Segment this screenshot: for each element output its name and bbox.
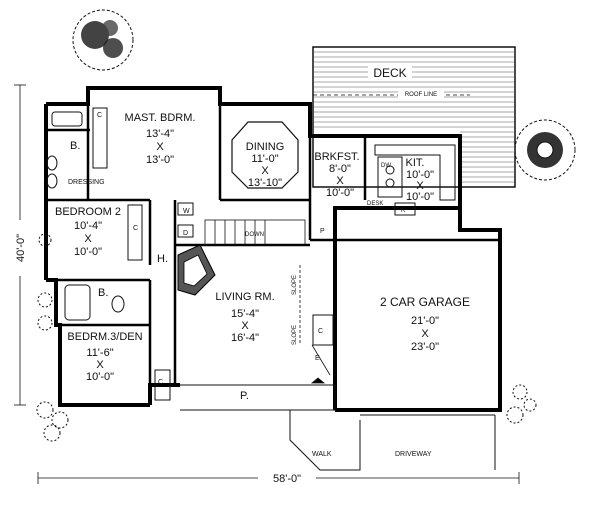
tree-top-left xyxy=(72,9,134,71)
entry-label: E xyxy=(315,355,320,362)
room-x: X xyxy=(84,233,92,245)
driveway-label: DRIVEWAY xyxy=(395,451,432,458)
interior-walls xyxy=(46,104,500,385)
room-name: DINING xyxy=(246,141,285,153)
room-master-bedroom: MAST. BDRM. 13'-4" X 13'-0" xyxy=(125,112,196,166)
room-bedroom3: BEDRM.3/DEN 11'-6" X 10'-0" xyxy=(67,331,142,383)
dining-bay xyxy=(231,121,299,189)
closet-label-bed2: C xyxy=(133,225,138,232)
room-bedroom2: BEDROOM 2 10'-4" X 10'-0" xyxy=(55,206,121,258)
overall-width-dim: 58'-0" xyxy=(273,473,301,485)
room-name: BRKFST. xyxy=(314,151,359,163)
room-width: 10'-0" xyxy=(406,169,434,181)
refrigerator-label: R xyxy=(401,208,406,214)
room-width: 15'-4" xyxy=(231,308,259,320)
deck-label: DECK xyxy=(373,66,406,80)
tree-right xyxy=(514,119,576,181)
room-x: X xyxy=(241,320,249,332)
annotations: DRESSING B. B. H. C C C C W D DOWN P DES… xyxy=(68,112,432,458)
room-width: 13'-4" xyxy=(146,128,174,140)
room-x: X xyxy=(421,328,429,340)
closet-label-entry: C xyxy=(318,328,323,335)
closet-label-bed3: C xyxy=(158,379,163,386)
walk-label: WALK xyxy=(312,451,332,458)
porch-label: P. xyxy=(240,390,249,402)
kitchen-counters xyxy=(374,144,456,216)
slope-label-lower: SLOPE xyxy=(292,325,298,345)
width-dim-bg xyxy=(258,471,316,485)
stairs xyxy=(204,219,306,246)
slope-lines xyxy=(299,265,331,384)
washer-label: W xyxy=(183,208,190,215)
room-x: X xyxy=(416,180,424,192)
exterior-walls xyxy=(44,86,502,412)
room-x: X xyxy=(336,175,344,187)
room-depth: 16'-4" xyxy=(231,332,259,344)
closet-label-master: C xyxy=(97,112,102,119)
bath-fixtures xyxy=(46,111,194,321)
room-depth: 23'-0" xyxy=(411,341,439,353)
master-bath-label: B. xyxy=(70,140,80,152)
room-garage: 2 CAR GARAGE 21'-0" X 23'-0" xyxy=(380,295,470,353)
closets xyxy=(92,107,334,401)
dryer-label: D xyxy=(183,230,188,237)
shrubs-right xyxy=(506,384,537,424)
room-living: LIVING RM. 15'-4" X 16'-4" xyxy=(215,291,274,344)
desk-label: DESK xyxy=(367,201,383,207)
deck-label-bg xyxy=(368,64,412,80)
room-name: KIT. xyxy=(406,157,425,169)
room-width: 10'-4" xyxy=(74,220,102,232)
room-depth: 13'-0" xyxy=(146,154,174,166)
room-width: 11'-0" xyxy=(251,153,278,165)
shrubs-left xyxy=(36,233,69,442)
room-depth: 10'-0" xyxy=(406,191,434,203)
porch-outline xyxy=(180,384,336,411)
room-depth: 10'-0" xyxy=(74,246,102,258)
room-x: X xyxy=(156,141,164,153)
room-depth: 13'-10" xyxy=(248,177,282,189)
roof-line-bg xyxy=(398,88,444,98)
landscaping xyxy=(36,9,576,442)
hall-label: H. xyxy=(157,253,168,265)
dressing-label: DRESSING xyxy=(68,179,105,186)
room-kitchen: KIT. 10'-0" X 10'-0" xyxy=(406,157,435,203)
depth-dim-bg xyxy=(13,220,27,276)
fireplace xyxy=(177,244,216,296)
stairs-down-label: DOWN xyxy=(245,232,264,238)
room-name: LIVING RM. xyxy=(215,291,274,303)
slope-label-upper: SLOPE xyxy=(292,275,298,295)
room-depth: 10'-0" xyxy=(326,187,354,199)
roof-line-label: ROOF LINE xyxy=(405,92,437,98)
room-width: 21'-0" xyxy=(411,315,439,327)
room-breakfast: BRKFST. 8'-0" X 10'-0" xyxy=(314,151,359,199)
room-width: 8'-0" xyxy=(329,163,351,175)
site-paving xyxy=(289,410,496,471)
room-x: X xyxy=(261,165,269,177)
overall-depth-dim: 40'-0" xyxy=(15,234,27,262)
room-width: 11'-6" xyxy=(86,347,113,359)
hall-bath-label: B. xyxy=(98,287,108,299)
dishwasher-label: DW xyxy=(381,163,391,169)
room-name: MAST. BDRM. xyxy=(125,112,196,124)
deck xyxy=(312,46,516,188)
room-x: X xyxy=(96,359,104,371)
room-name: 2 CAR GARAGE xyxy=(380,295,470,309)
room-name: BEDRM.3/DEN xyxy=(67,331,142,343)
pantry-label: P xyxy=(320,228,325,235)
room-dining: DINING 11'-0" X 13'-10" xyxy=(246,141,285,189)
room-name: BEDROOM 2 xyxy=(55,206,121,218)
room-depth: 10'-0" xyxy=(86,371,114,383)
